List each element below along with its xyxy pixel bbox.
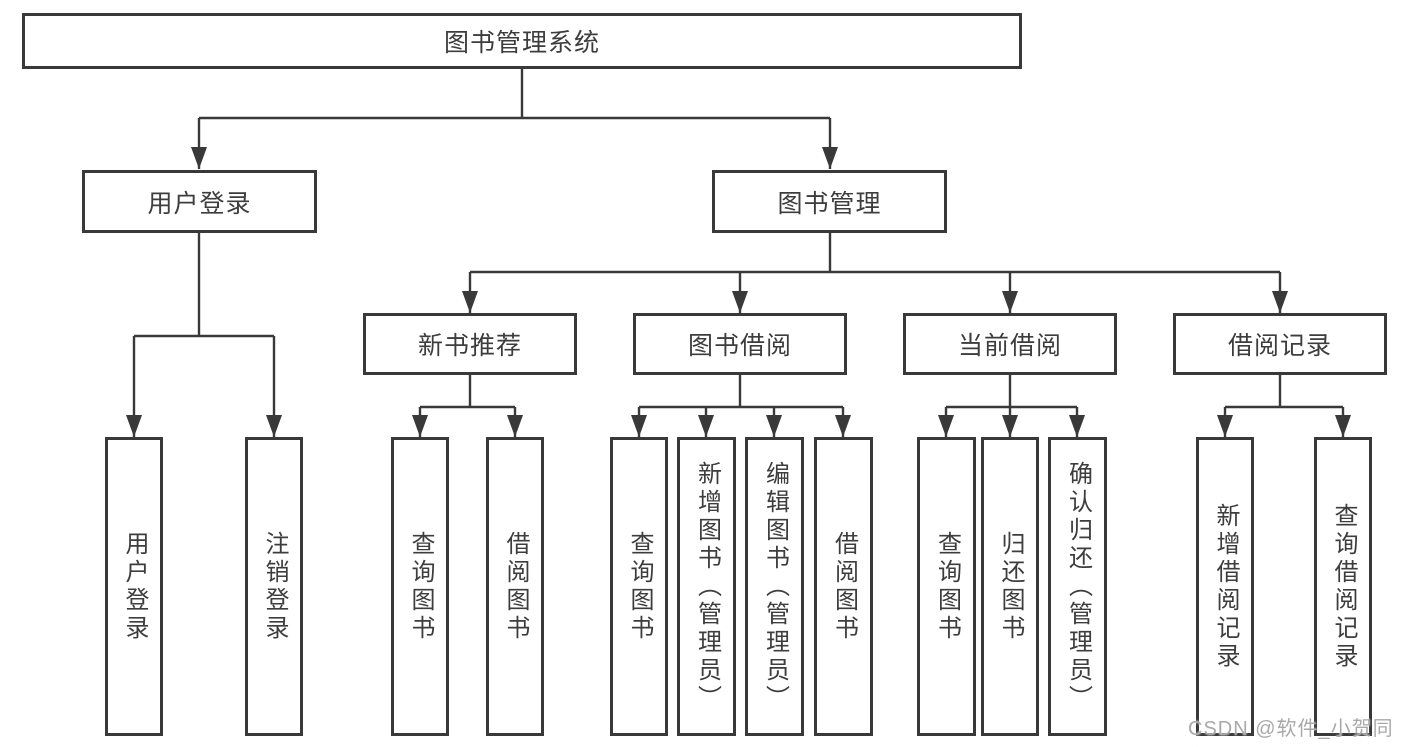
leaf-user-login: 用户登录 [105, 437, 163, 736]
leaf-return-book: 归还图书 [981, 437, 1039, 736]
leaf-query-books-recommend: 查询图书 [391, 437, 449, 736]
leaf-query-books-borrowing: 查询图书 [610, 437, 668, 736]
node-current-borrowing: 当前借阅 [903, 313, 1117, 375]
leaf-add-borrow-record: 新增借阅记录 [1196, 437, 1254, 736]
node-user-login: 用户登录 [82, 170, 317, 233]
node-book-management: 图书管理 [712, 170, 947, 233]
csdn-watermark: CSDN @软件_小贺同学 [1188, 718, 1394, 740]
leaf-borrow-books-recommend: 借阅图书 [486, 437, 544, 736]
leaf-edit-book-admin: 编辑图书（管理员） [745, 437, 804, 736]
leaf-logout: 注销登录 [245, 437, 303, 736]
node-library-management-system: 图书管理系统 [22, 13, 1022, 69]
leaf-query-books-current: 查询图书 [917, 437, 976, 736]
leaf-query-borrow-record: 查询借阅记录 [1314, 437, 1372, 736]
node-new-book-recommend: 新书推荐 [363, 313, 577, 375]
leaf-borrow-books: 借阅图书 [814, 437, 873, 736]
leaf-confirm-return-admin: 确认归还（管理员） [1048, 437, 1107, 736]
node-borrowing-records: 借阅记录 [1173, 313, 1387, 375]
node-book-borrowing: 图书借阅 [633, 313, 847, 375]
leaf-add-book-admin: 新增图书（管理员） [677, 437, 736, 736]
